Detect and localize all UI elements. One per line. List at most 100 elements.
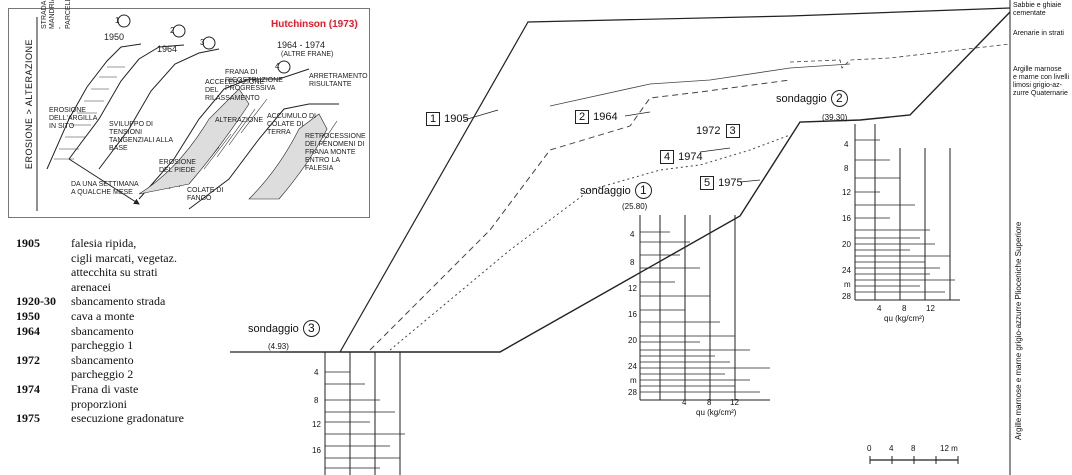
profile-3-label: 1972 3	[696, 124, 744, 138]
timeline-text: parcheggio 1	[71, 338, 134, 353]
inset-drawing	[36, 14, 339, 211]
right-note: cementate	[1013, 10, 1046, 17]
inset-colate-note: COLATE DI FANGO	[187, 187, 224, 202]
bh1-axis-tick: 8	[707, 398, 712, 407]
timeline-text: proporzioni	[71, 396, 127, 411]
inset-side-label: EROSIONE > ALTERAZIONE	[24, 38, 34, 170]
profile-ridge-line	[789, 43, 1011, 69]
inset-accum-note: ACCUMULO DI COLATE DI TERRA	[267, 113, 317, 136]
bh1-axis-tick: 12	[730, 398, 739, 407]
profile-1975-line	[340, 11, 1011, 353]
timeline-year: 1975	[16, 411, 40, 426]
inset-accel-note: ACCELERAZIONE DEL RILASSAMENTO	[205, 79, 265, 102]
timeline-year: 1905	[16, 236, 40, 250]
vertical-formation-label: Argille marnose e marne grigio-azzurre P…	[1014, 221, 1023, 440]
right-note: limosi grigio-az-	[1013, 82, 1063, 89]
inset-retro-note: RETROCESSIONE DEI FENOMENI DI FRANA MONT…	[305, 133, 366, 172]
bh2-depth-tick: 12	[842, 188, 851, 197]
bh3-depth-tick: 12	[312, 420, 321, 429]
right-note: Sabbie e ghiaie	[1013, 2, 1062, 9]
inset-altre-frane: (ALTRE FRANE)	[281, 51, 334, 58]
borehole-2-log	[854, 124, 960, 301]
timeline-text: sbancamento	[71, 323, 134, 338]
bh1-depth-tick: 24	[628, 362, 637, 371]
inset-tension-note: SVILUPPO DI TENSIONI TANGENZIALI ALLA BA…	[109, 121, 173, 152]
profile-1964-line	[369, 79, 791, 351]
bh1-depth-tick: 16	[628, 310, 637, 319]
inset-frana-note: FRANA DI RICOSTRUZIONE PROGRESSIVA	[225, 69, 283, 92]
timeline-text: esecuzione gradonature	[71, 411, 184, 426]
timeline-text: cava a monte	[71, 308, 135, 323]
cross-section	[230, 0, 1011, 475]
bh3-depth-tick: 8	[314, 396, 319, 405]
timeline-row: 1950 cava a monte	[16, 309, 256, 324]
right-note: Argille marnose	[1013, 66, 1062, 73]
inset-stage-4: 4	[275, 62, 280, 71]
borehole-1-log	[639, 215, 770, 401]
bh2-depth-tick: 4	[844, 140, 849, 149]
inset-stage-3: 3	[200, 38, 205, 47]
timeline-year: 1964	[16, 323, 40, 338]
timeline-row: 1964 sbancamento parcheggio 1	[16, 324, 256, 353]
bh2-axis-label: qu (kg/cm²)	[884, 314, 925, 323]
borehole-3-log	[324, 352, 405, 475]
inset-year-1964-1974: 1964 - 1974	[277, 40, 326, 50]
bh1-depth-tick: 20	[628, 336, 637, 345]
bh1-axis-label: qu (kg/cm²)	[696, 408, 737, 417]
inset-stage-1: 1	[115, 16, 120, 25]
inset-year-1950: 1950	[104, 32, 125, 42]
bh2-depth-tick: 8	[844, 164, 849, 173]
timeline: 1905 falesia ripida, cigli marcati, vege…	[16, 236, 256, 426]
inset-erosione-piede-note: EROSIONE DEL PIEDE	[159, 159, 196, 174]
bh2-depth-tick: 24	[842, 266, 851, 275]
scale-tick: 0	[867, 444, 872, 453]
right-note: zurre Quaternarie	[1013, 90, 1068, 97]
bh3-depth-tick: 4	[314, 368, 319, 377]
timeline-text: attecchita su strati	[71, 265, 158, 280]
timeline-text: Frana di vaste	[71, 381, 139, 396]
right-note: e marne con livelli	[1013, 74, 1070, 81]
bh2-depth-unit: m	[844, 280, 851, 289]
inset-erosion-note: EROSIONE DELL'ARGILLA IN SITO	[49, 107, 98, 130]
right-note: Arenarie in strati	[1013, 30, 1064, 37]
bh2-depth-tick: 20	[842, 240, 851, 249]
timeline-row: 1974 Frana di vaste proporzioni	[16, 382, 256, 411]
timeline-year: 1972	[16, 352, 40, 367]
timeline-year: 1920-30	[16, 294, 56, 309]
timeline-text: falesia ripida,	[71, 236, 137, 250]
timeline-text: sbancamento strada	[71, 294, 166, 309]
borehole-2-elevation: (39.30)	[822, 113, 848, 122]
scale-bar	[869, 456, 959, 464]
bh1-depth-tick: 28	[628, 388, 637, 397]
inset-road-note: STRADA MANDRIA - PARCELLI	[41, 0, 72, 29]
borehole-3-elevation: (4.93)	[268, 342, 289, 351]
bh2-depth-tick: 16	[842, 214, 851, 223]
profile-1974-line	[389, 134, 791, 351]
inset-title: Hutchinson (1973)	[271, 19, 358, 30]
bh2-depth-tick: 28	[842, 292, 851, 301]
inset-alterazione-note: ALTERAZIONE	[215, 117, 264, 124]
profile-1972-line	[549, 63, 851, 107]
bh1-depth-unit: m	[630, 376, 637, 385]
timeline-row: 1905 falesia ripida, cigli marcati, vege…	[16, 236, 256, 294]
timeline-row: 1975 esecuzione gradonature	[16, 411, 256, 426]
timeline-text: sbancamento	[71, 352, 134, 367]
borehole-1-elevation: (25.80)	[622, 202, 648, 211]
bh1-depth-tick: 4	[630, 230, 635, 239]
bh2-axis-tick: 8	[902, 304, 907, 313]
scale-tick: 12 m	[940, 444, 958, 453]
timeline-year: 1974	[16, 381, 40, 396]
hutchinson-inset: Hutchinson (1973) EROSIONE > ALTERAZIONE…	[8, 0, 370, 218]
bh1-depth-tick: 12	[628, 284, 637, 293]
inset-year-1964: 1964	[157, 44, 178, 54]
timeline-row: 1920-30 sbancamento strada	[16, 294, 256, 309]
bh1-depth-tick: 8	[630, 258, 635, 267]
inset-sbarra-note: DA UNA SETTIMANA A QUALCHE MESE	[71, 181, 139, 196]
